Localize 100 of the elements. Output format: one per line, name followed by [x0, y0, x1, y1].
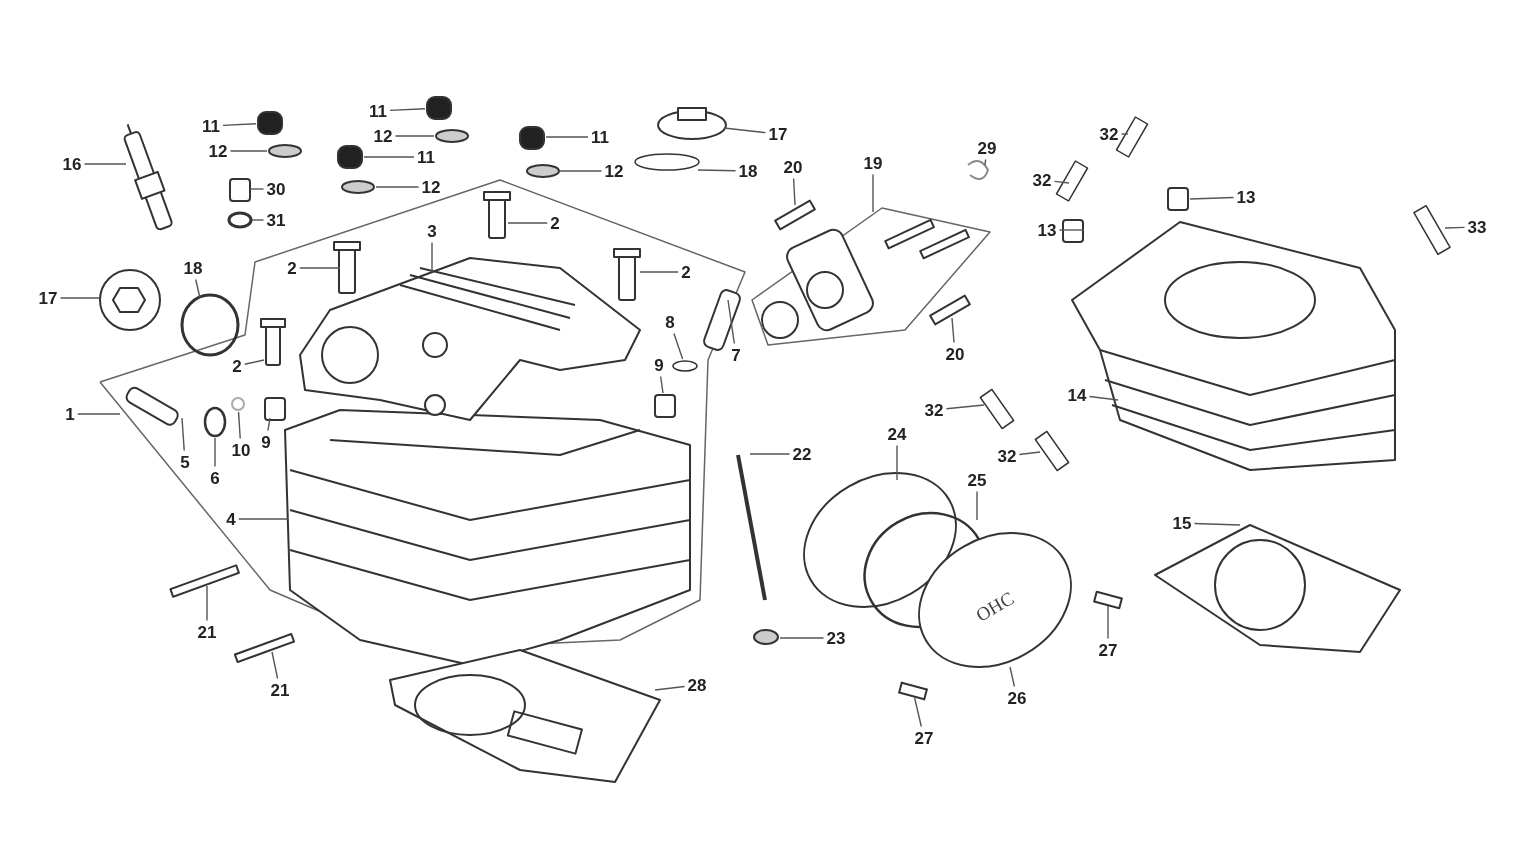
- leader-line: [976, 490, 978, 521]
- callout-number: 10: [231, 441, 251, 459]
- washer-drawing: [434, 128, 470, 144]
- callout-number: 20: [783, 158, 803, 176]
- valve-cap-drawing: [336, 144, 364, 170]
- callout-number: 32: [1099, 125, 1119, 143]
- callout-number: 5: [180, 453, 190, 471]
- leader-line: [792, 177, 796, 206]
- callout-number: 13: [1236, 188, 1256, 206]
- leader-line: [59, 297, 101, 299]
- leader-line: [507, 222, 548, 224]
- leader-line: [779, 637, 825, 639]
- leader-line: [77, 413, 121, 415]
- callout-number: 12: [421, 178, 441, 196]
- callout-number: 32: [1032, 171, 1052, 189]
- leader-line: [1444, 226, 1466, 229]
- callout-number: 1: [65, 405, 75, 423]
- callout-number: 6: [210, 469, 220, 487]
- leader-line: [251, 219, 265, 221]
- leader-line: [1189, 196, 1235, 200]
- leader-line: [545, 136, 589, 138]
- callout-number: 21: [270, 681, 290, 699]
- leader-line: [229, 150, 268, 152]
- callout-number: 2: [550, 214, 560, 232]
- callout-number: 18: [183, 259, 203, 277]
- leader-line: [1088, 395, 1119, 401]
- leader-line: [1058, 229, 1085, 231]
- leader-line: [394, 135, 435, 137]
- leader-line: [1018, 451, 1041, 456]
- leader-line: [727, 299, 736, 345]
- valve-cap-drawing: [256, 110, 284, 136]
- callout-number: 31: [266, 211, 286, 229]
- callout-number: 12: [604, 162, 624, 180]
- callout-number: 33: [1467, 218, 1487, 236]
- callout-number: 23: [826, 629, 846, 647]
- callout-number: 12: [373, 127, 393, 145]
- leader-line: [267, 417, 271, 432]
- leader-line: [431, 241, 433, 273]
- leader-line: [271, 651, 279, 680]
- callout-number: 3: [427, 222, 437, 240]
- washer-drawing: [267, 143, 303, 159]
- leader-line: [244, 359, 265, 365]
- leader-line: [896, 444, 898, 481]
- small-ring-drawing: [230, 396, 246, 412]
- callout-number: 18: [738, 162, 758, 180]
- callout-number: 19: [863, 154, 883, 172]
- leader-line: [673, 332, 684, 360]
- callout-number: 11: [417, 148, 435, 166]
- callout-number: 30: [266, 180, 286, 198]
- callout-number: 11: [591, 128, 609, 146]
- callout-number: 21: [197, 623, 217, 641]
- callout-number: 11: [202, 117, 220, 135]
- callout-number: 9: [654, 356, 664, 374]
- callout-number: 11: [369, 102, 387, 120]
- leader-line: [1053, 180, 1070, 184]
- leader-line: [659, 375, 664, 394]
- callout-number: 16: [62, 155, 82, 173]
- callout-number: 9: [261, 433, 271, 451]
- leader-line: [222, 123, 257, 127]
- leader-line: [872, 173, 874, 213]
- leader-line: [1107, 605, 1109, 640]
- callout-number: 17: [768, 125, 788, 143]
- callout-number: 13: [1037, 221, 1057, 239]
- leader-line: [723, 127, 767, 134]
- leader-line: [214, 437, 216, 468]
- leader-line: [83, 163, 127, 165]
- callout-number: 24: [887, 425, 907, 443]
- leader-line: [639, 271, 679, 273]
- leader-line: [1120, 133, 1129, 135]
- callout-number: 14: [1067, 386, 1087, 404]
- leader-line: [181, 417, 185, 452]
- callout-number: 2: [287, 259, 297, 277]
- leader-line: [1009, 666, 1016, 688]
- leader-line: [984, 158, 987, 166]
- callout-number: 29: [977, 139, 997, 157]
- cover-drawing: [919, 533, 1071, 667]
- leader-line: [945, 404, 985, 410]
- leader-line: [1193, 522, 1241, 526]
- leader-line: [363, 156, 415, 158]
- callout-number: 27: [914, 729, 934, 747]
- leader-line: [389, 108, 426, 112]
- washer-drawing: [340, 179, 376, 195]
- leader-line: [249, 188, 265, 190]
- leader-line: [913, 697, 922, 728]
- callout-number: 2: [232, 357, 242, 375]
- callout-number: 4: [226, 510, 236, 528]
- cover-lettering: OHC: [972, 587, 1018, 627]
- leader-line: [951, 317, 955, 344]
- callout-number: 32: [924, 401, 944, 419]
- bolt-drawing: [898, 684, 928, 698]
- callout-number: 27: [1098, 641, 1118, 659]
- callout-number: 17: [38, 289, 58, 307]
- callout-number: 22: [792, 445, 812, 463]
- callout-number: 7: [731, 346, 741, 364]
- callout-number: 26: [1007, 689, 1027, 707]
- callout-number: 12: [208, 142, 228, 160]
- o-ring-drawing: [203, 406, 227, 438]
- callout-number: 25: [967, 471, 987, 489]
- callout-number: 15: [1172, 514, 1192, 532]
- leader-line: [654, 685, 686, 691]
